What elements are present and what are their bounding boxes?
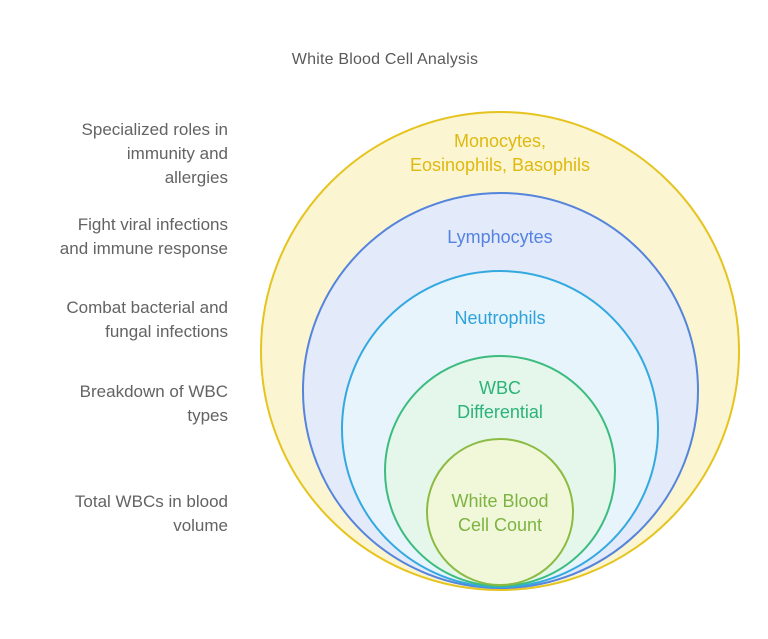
ring-caption-1: Specialized roles in immunity and allerg… [81, 120, 228, 187]
ring-label-5: White Blood Cell Count [451, 491, 549, 535]
ring-caption-5: Total WBCs in blood volume [74, 492, 228, 535]
ring-caption-4: Breakdown of WBC types [79, 382, 228, 425]
diagram-title: White Blood Cell Analysis [291, 51, 479, 68]
ring-caption-2: Fight viral infections and immune respon… [59, 215, 228, 258]
ring-caption-3: Combat bacterial and fungal infections [66, 298, 228, 341]
ring-label-1: Monocytes, Eosinophils, Basophils [409, 131, 591, 175]
ring-label-3: Neutrophils [454, 308, 546, 328]
ring-label-2: Lymphocytes [447, 227, 553, 247]
ring-circle-5 [426, 438, 574, 586]
ring-label-4: WBC Differential [457, 378, 543, 422]
